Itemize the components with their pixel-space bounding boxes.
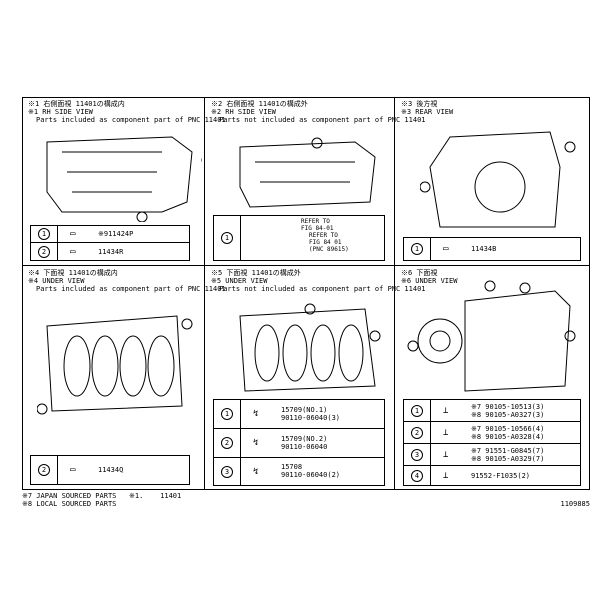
parts-row: 2 ▭ 11434Q [31, 456, 189, 484]
parts-table: 1 ▭ ※911424P 2 ▭ 11434R [30, 225, 190, 261]
panel-title: ※2 RH SIDE VIEW [211, 108, 276, 116]
panel-title: ※1 RH SIDE VIEW [28, 108, 93, 116]
callout-number: 3 [221, 465, 233, 478]
part-number[interactable]: 11434Q [98, 466, 124, 474]
panel-title-jp: ※6 下面視 [401, 269, 438, 277]
engine-block-under-drawing [407, 280, 576, 392]
hose-icon: ↯ [253, 466, 259, 477]
part-number[interactable]: 90110-06040(2) [281, 471, 341, 479]
legend-japan-sourced: ※7 JAPAN SOURCED PARTS ※1. 11401 [22, 492, 182, 500]
panel-rear-view: ※3 後方視※3 REAR VIEW 1 ▭ 11434B [395, 97, 590, 266]
callout-number: 2 [221, 437, 233, 449]
part-number[interactable]: 90110-06040(3) [281, 414, 341, 422]
callout-number: 3 [411, 448, 423, 461]
part-number[interactable]: ※8 90105-A0329(7) [471, 455, 545, 463]
parts-row: 1 ▭ 11434B [404, 238, 580, 260]
parts-row: 2 ▭ 11434R [31, 243, 189, 260]
parts-row: 2 ⊥ ※7 90105-10566(4)※8 90105-A0328(4) [404, 422, 580, 444]
panel-title-jp: ※4 下面視 11401の構成内 [28, 269, 118, 277]
part-number[interactable]: ※7 90105-10566(4) [471, 425, 545, 433]
parts-row: 4 ⊥ 91552-F1035(2) [404, 466, 580, 485]
callout-number: 2 [411, 426, 423, 439]
engine-block-rh-side-drawing [239, 137, 376, 208]
callout-number: 4 [411, 469, 423, 482]
panel-title: ※6 UNDER VIEW [401, 277, 458, 285]
callout-number: 1 [221, 408, 233, 420]
part-number[interactable]: ※7 91551-G0845(7) [471, 447, 545, 455]
parts-row: 2 ↯ 15709(NO.2)90110-06040 [214, 429, 384, 458]
reference-text[interactable]: REFER TO [301, 218, 330, 225]
part-number[interactable]: 91552-F1035(2) [471, 471, 531, 480]
part-number[interactable]: 11434R [98, 247, 124, 256]
illustration-code: 1109885 [560, 500, 590, 508]
engine-block-under-drawing [37, 315, 193, 415]
part-number[interactable]: ※8 90105-A0327(3) [471, 411, 545, 419]
callout-number: 2 [38, 464, 50, 476]
panel-title: ※4 UNDER VIEW [28, 277, 85, 285]
panel-note: Parts not included as component part of … [219, 116, 426, 124]
plug-icon: ▭ [70, 246, 76, 257]
panel-note: Parts included as component part of PNC … [36, 116, 226, 124]
engine-block-rh-side-drawing [46, 136, 202, 222]
panel-title: ※5 UNDER VIEW [211, 277, 268, 285]
parts-row: 1 ↯ 15709(NO.1)90110-06040(3) [214, 400, 384, 429]
part-number[interactable]: ※7 90105-10513(3) [471, 403, 545, 411]
legend-local-sourced: ※8 LOCAL SOURCED PARTS [22, 500, 117, 508]
reference-text[interactable]: REFER TO [309, 232, 338, 239]
engine-block-rear-drawing [420, 131, 576, 228]
part-number[interactable]: 15708 [281, 463, 303, 471]
part-number[interactable]: ※911424P [98, 230, 134, 238]
part-number[interactable]: 15709(NO.1) [281, 406, 328, 414]
panel-title-jp: ※3 後方視 [401, 100, 438, 108]
callout-number: 2 [38, 245, 50, 258]
reference-text[interactable]: FIG 84 01 [309, 239, 342, 246]
parts-row: 3 ⊥ ※7 91551-G0845(7)※8 90105-A0329(7) [404, 444, 580, 466]
callout-number: 1 [411, 243, 423, 255]
part-number[interactable]: 90110-06040 [281, 443, 328, 451]
panel-title-jp: ※1 右側面視 11401の構成内 [28, 100, 125, 108]
parts-table: 1 ⊥ ※7 90105-10513(3)※8 90105-A0327(3) 2 ⊥ ※… [403, 399, 581, 486]
bolt-icon: ⊥ [443, 427, 449, 438]
hose-icon: ↯ [253, 438, 259, 448]
plug-icon: ▭ [443, 244, 449, 254]
panel-under-view-bolts: ※6 下面視※6 UNDER VIEW 1⊥※7 90105-10513(3)※… [395, 266, 590, 490]
parts-table: 1 ↯ 15709(NO.1)90110-06040(3) 2 ↯ 15709(NO.2… [213, 399, 385, 486]
bolt-icon: ⊥ [443, 405, 449, 416]
parts-row: 1 ⊥ ※7 90105-10513(3)※8 90105-A0327(3) [404, 400, 580, 422]
bolt-icon: ⊥ [443, 449, 449, 460]
engine-block-under-drawing [239, 303, 381, 392]
panel-title: ※3 REAR VIEW [401, 108, 454, 116]
parts-row: 1 ▭ ※911424P [31, 226, 189, 243]
panel-note: Parts not included as component part of … [219, 285, 426, 293]
part-number[interactable]: 15709(NO.2) [281, 435, 328, 443]
panel-title-jp: ※2 右側面視 11401の構成外 [211, 100, 308, 108]
panel-note: Parts included as component part of PNC … [36, 285, 226, 293]
reference-text[interactable]: (PNC 89615) [309, 246, 349, 253]
callout-number: 1 [411, 404, 423, 417]
callout-number: 1 [221, 232, 233, 244]
panel-title-jp: ※5 下面視 11401の構成外 [211, 269, 301, 277]
part-number[interactable]: ※8 90105-A0328(4) [471, 433, 545, 441]
hose-icon: ↯ [253, 409, 259, 419]
reference-text[interactable]: FIG 84-01 [301, 225, 334, 232]
parts-table: 1 ▭ 11434B [403, 237, 581, 261]
part-number[interactable]: 11434B [471, 245, 497, 253]
footer-legend: ※7 JAPAN SOURCED PARTS ※1. 11401※8 LOCAL… [22, 492, 181, 508]
callout-number: 1 [38, 228, 50, 240]
diagram-frame [22, 97, 590, 490]
plug-icon: ▭ [70, 229, 76, 239]
plug-icon: ▭ [70, 465, 76, 475]
bolt-icon: ⊥ [443, 470, 449, 481]
parts-table: 2 ▭ 11434Q [30, 455, 190, 485]
